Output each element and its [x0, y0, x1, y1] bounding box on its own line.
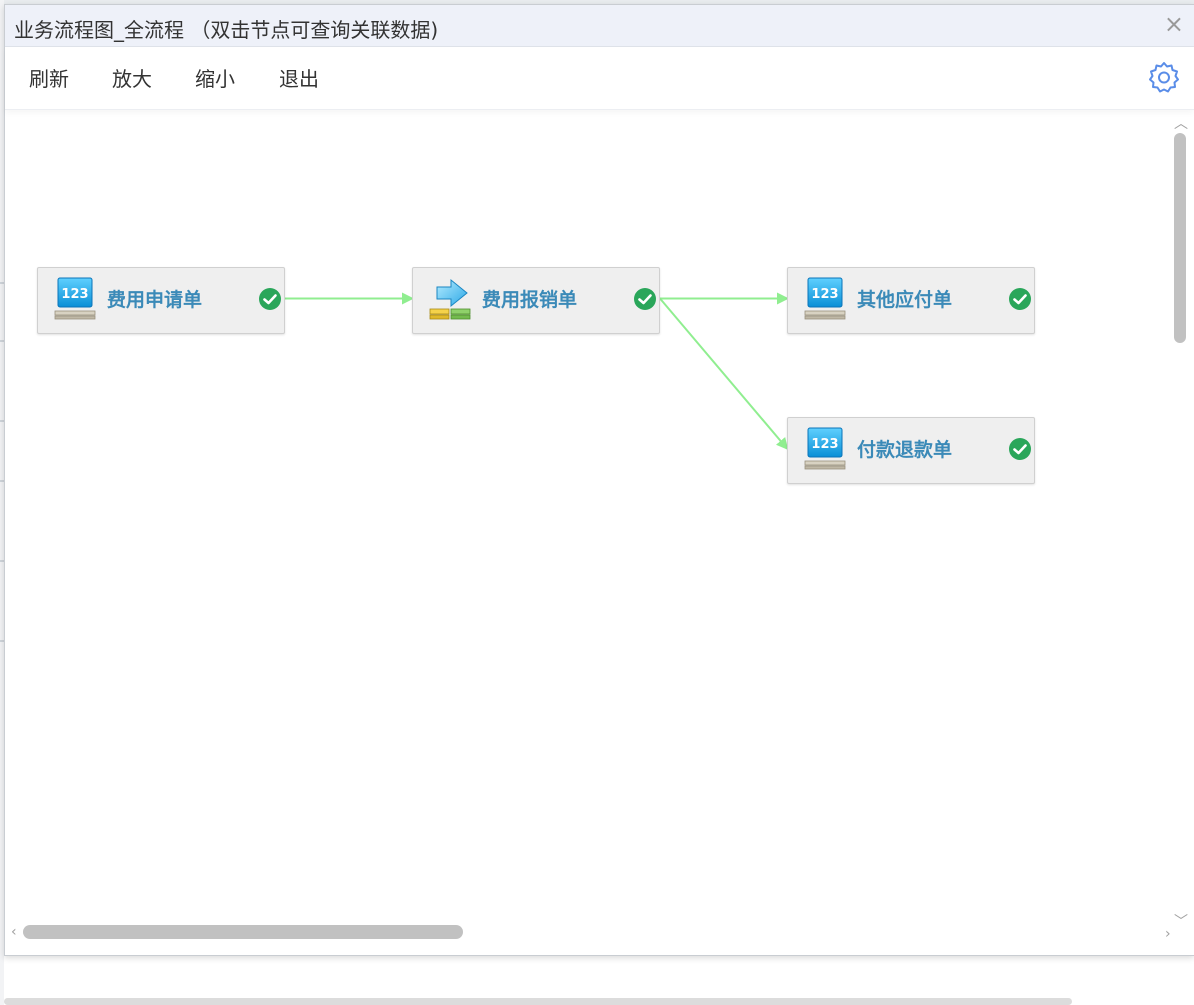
zoom-out-button[interactable]: 缩小 — [195, 67, 235, 91]
refresh-button[interactable]: 刷新 — [29, 67, 69, 91]
close-icon[interactable]: × — [1163, 10, 1184, 38]
document-123-icon: 123 — [804, 277, 848, 321]
flow-node-expense-application[interactable]: 123 费用申请单 — [37, 267, 285, 334]
zoom-in-button[interactable]: 放大 — [112, 67, 152, 91]
toolbar: 刷新 放大 缩小 退出 — [5, 47, 1194, 110]
flow-edges — [285, 292, 789, 451]
document-123-icon: 123 — [804, 427, 848, 471]
horizontal-scrollbar[interactable]: ‹ › — [9, 924, 1171, 943]
transfer-arrow-icon — [429, 277, 473, 321]
flow-node-label: 费用报销单 — [482, 289, 578, 311]
flow-node-other-payable[interactable]: 123 其他应付单 — [787, 267, 1035, 334]
horizontal-scroll-thumb[interactable] — [23, 925, 463, 939]
flow-node-label: 付款退款单 — [857, 439, 953, 461]
exit-button[interactable]: 退出 — [279, 67, 319, 91]
check-circle-icon — [633, 287, 657, 311]
scroll-right-icon[interactable]: › — [1165, 926, 1171, 942]
background-scrollbar — [4, 998, 1072, 1005]
gear-icon[interactable] — [1146, 59, 1182, 95]
background-page-edge — [0, 0, 4, 1005]
document-123-icon: 123 — [54, 277, 98, 321]
vertical-scrollbar[interactable]: ︿ ﹀ — [1170, 115, 1190, 935]
check-circle-icon — [1008, 437, 1032, 461]
check-circle-icon — [258, 287, 282, 311]
vertical-scroll-thumb[interactable] — [1174, 133, 1186, 343]
flowchart-dialog: 业务流程图_全流程 （双击节点可查询关联数据) × 刷新 放大 缩小 退出 12… — [4, 4, 1194, 956]
scroll-up-icon[interactable]: ︿ — [1174, 116, 1188, 132]
flow-canvas[interactable]: 123 费用申请单 费用报销单 123 其他应付单 123 付款退款单 — [5, 111, 1183, 933]
flow-node-label: 费用申请单 — [107, 289, 203, 311]
dialog-titlebar[interactable]: 业务流程图_全流程 （双击节点可查询关联数据) × — [5, 5, 1194, 47]
check-circle-icon — [1008, 287, 1032, 311]
dialog-title: 业务流程图_全流程 （双击节点可查询关联数据) — [14, 18, 439, 42]
svg-text:123: 123 — [61, 287, 88, 302]
flow-node-payment-refund[interactable]: 123 付款退款单 — [787, 417, 1035, 484]
flow-edge-expense-reimbursement-to-payment-refund — [659, 297, 789, 451]
background-page-strip — [0, 0, 1194, 6]
scroll-left-icon[interactable]: ‹ — [11, 924, 17, 940]
flow-node-expense-reimbursement[interactable]: 费用报销单 — [412, 267, 660, 334]
scroll-down-icon[interactable]: ﹀ — [1174, 914, 1188, 930]
flow-node-label: 其他应付单 — [857, 289, 953, 311]
svg-text:123: 123 — [811, 437, 838, 452]
svg-text:123: 123 — [811, 287, 838, 302]
